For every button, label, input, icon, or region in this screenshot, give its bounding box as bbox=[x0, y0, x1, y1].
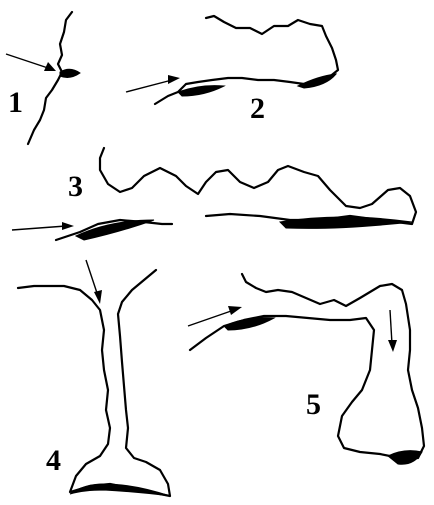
panel-2-arrow bbox=[126, 80, 172, 92]
panel-4-arrow-head bbox=[94, 290, 102, 304]
panel-5-crack-outline bbox=[190, 274, 424, 458]
panel-1-arrow-head bbox=[44, 62, 56, 71]
panel-3-crack-outline-right bbox=[100, 148, 416, 224]
panel-4-arrow bbox=[86, 260, 98, 296]
panel-5-arrow-left bbox=[188, 310, 234, 326]
panel-3-arrow-head bbox=[62, 222, 74, 230]
panel-3-dark-lens-left bbox=[76, 220, 154, 240]
panel-5: 5 bbox=[188, 274, 424, 464]
panel-5-arrow-right bbox=[390, 310, 392, 344]
panel-4-crack-outline bbox=[18, 270, 170, 496]
panel-3-label: 3 bbox=[68, 170, 83, 203]
panel-4: 4 bbox=[18, 260, 170, 496]
panel-5-dark-lens bbox=[224, 318, 274, 330]
panel-2-dark-lens-left bbox=[178, 86, 224, 96]
panel-2: 2 bbox=[126, 16, 338, 125]
panel-5-dark-base bbox=[388, 451, 422, 465]
panel-5-label: 5 bbox=[306, 388, 321, 421]
panel-1-label: 1 bbox=[8, 86, 23, 119]
panel-1-dark-lens bbox=[60, 69, 80, 77]
panel-4-label: 4 bbox=[46, 444, 61, 477]
panel-3-dark-lens-right bbox=[280, 217, 412, 228]
panel-1-crack-outline bbox=[28, 12, 72, 144]
panel-3-arrow bbox=[12, 226, 66, 230]
panel-3: 3 bbox=[12, 148, 416, 240]
panel-5-arrow-left-head bbox=[228, 306, 242, 315]
panel-5-arrow-right-head bbox=[388, 340, 397, 352]
panel-1-arrow bbox=[6, 54, 48, 68]
panel-1: 1 bbox=[6, 12, 80, 144]
panel-2-label: 2 bbox=[250, 92, 265, 125]
panel-2-arrow-head bbox=[168, 75, 180, 84]
panel-2-dark-lens-right bbox=[298, 74, 336, 88]
panel-4-dark-base bbox=[70, 484, 170, 496]
